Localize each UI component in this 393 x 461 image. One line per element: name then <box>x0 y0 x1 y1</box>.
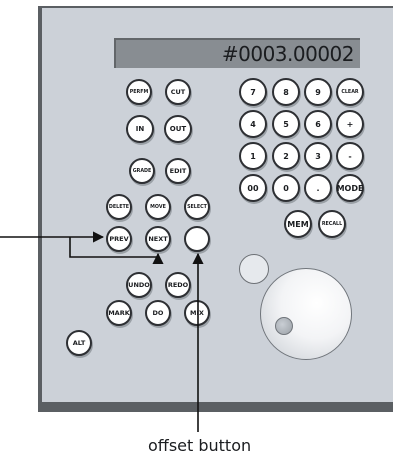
delete-button[interactable]: DELETE <box>106 194 132 220</box>
redo-button[interactable]: REDO <box>165 272 191 298</box>
key-3[interactable]: 3 <box>304 142 332 170</box>
jog-wheel-icon[interactable] <box>260 268 352 360</box>
alt-button[interactable]: ALT <box>66 330 92 356</box>
key-8[interactable]: 8 <box>272 78 300 106</box>
next-button[interactable]: NEXT <box>145 226 171 252</box>
grade-button[interactable]: GRADE <box>129 158 155 184</box>
offset-button-caption: offset button <box>148 436 252 455</box>
edit-button[interactable]: EDIT <box>165 158 191 184</box>
mem-button[interactable]: MEM <box>284 210 312 238</box>
decimal-button[interactable]: . <box>304 174 332 202</box>
select-button[interactable]: SELECT <box>184 194 210 220</box>
minus-button[interactable]: - <box>336 142 364 170</box>
key-5[interactable]: 5 <box>272 110 300 138</box>
key-9[interactable]: 9 <box>304 78 332 106</box>
key-4[interactable]: 4 <box>239 110 267 138</box>
jog-wheel-finger-dimple <box>275 317 293 335</box>
plus-button[interactable]: + <box>336 110 364 138</box>
key-7[interactable]: 7 <box>239 78 267 106</box>
mode-button[interactable]: MODE <box>336 174 364 202</box>
key-2[interactable]: 2 <box>272 142 300 170</box>
out-button[interactable]: OUT <box>164 115 192 143</box>
mark-button[interactable]: MARK <box>106 300 132 326</box>
arrow-icon <box>69 237 164 265</box>
key-6[interactable]: 6 <box>304 110 332 138</box>
move-button[interactable]: MOVE <box>145 194 171 220</box>
mix-button[interactable]: MIX <box>184 300 210 326</box>
in-button[interactable]: IN <box>126 115 154 143</box>
recall-button[interactable]: RECALL <box>318 210 346 238</box>
timecode-display: #0003.00002 <box>114 38 360 68</box>
prev-button[interactable]: PREV <box>106 226 132 252</box>
cut-button[interactable]: CUT <box>165 79 191 105</box>
key-1[interactable]: 1 <box>239 142 267 170</box>
clear-button[interactable]: CLEAR <box>336 78 364 106</box>
perfm-button[interactable]: PERFM <box>126 79 152 105</box>
key-00[interactable]: 00 <box>239 174 267 202</box>
key-0[interactable]: 0 <box>272 174 300 202</box>
do-button[interactable]: DO <box>145 300 171 326</box>
undo-button[interactable]: UNDO <box>126 272 152 298</box>
wheel-mode-button[interactable] <box>239 254 269 284</box>
offset-button[interactable] <box>184 226 210 252</box>
timecode-readout: #0003.00002 <box>221 42 355 66</box>
